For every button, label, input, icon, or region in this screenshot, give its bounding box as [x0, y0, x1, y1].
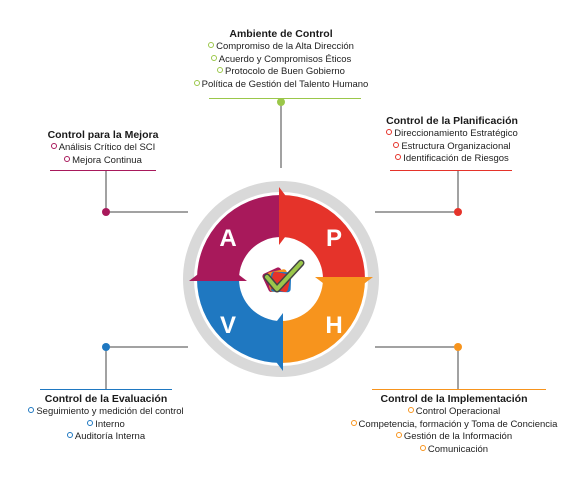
block-control-de-la-evaluacion: Control de la Evaluación Seguimiento y m…	[8, 393, 204, 444]
bullet-icon	[395, 432, 402, 438]
bullet-icon	[50, 143, 57, 149]
list-item: Mejora Continua	[38, 155, 168, 168]
list-item-text: Seguimiento y medición del control	[36, 406, 184, 417]
cycle-segments	[189, 187, 373, 371]
underline-top	[209, 98, 361, 99]
bullet-icon	[208, 42, 215, 48]
list-item: Auditoría Interna	[8, 431, 204, 444]
list-item-text: Direccionamiento Estratégico	[394, 128, 518, 139]
letter-p: P	[326, 225, 342, 252]
block-title: Control de la Evaluación	[44, 393, 168, 405]
list-item-text: Interno	[95, 418, 125, 430]
list-item: Estructura Organizacional	[372, 141, 532, 154]
bullet-icon	[28, 407, 35, 413]
connector-lines	[105, 102, 459, 389]
segment-v	[197, 279, 281, 363]
underline-bottom-right	[372, 389, 546, 390]
bullet-icon	[386, 129, 393, 135]
list-item-text: Gestión de la Información	[403, 431, 513, 442]
bullet-icon	[419, 444, 426, 451]
list-item: Competencia, formación y Toma de Concien…	[336, 419, 572, 432]
bullet-icon	[393, 141, 400, 148]
arrowhead-h	[315, 277, 373, 299]
list-item-text: Política de Gestión del Talento Humano	[201, 78, 369, 90]
block-title: Control de la Planificación	[386, 115, 518, 127]
list-item: Gestión de la Información	[336, 431, 572, 444]
segment-h	[281, 279, 365, 363]
node-dot-top-left	[102, 208, 110, 216]
arrowhead-a	[189, 259, 247, 281]
list-item-text: Auditoría Interna	[74, 431, 146, 442]
node-dot-bottom-right	[454, 343, 462, 351]
segment-p	[281, 195, 365, 279]
bullet-icon	[395, 154, 402, 160]
letter-a: A	[219, 225, 236, 252]
node-dot-bottom-left	[102, 343, 110, 351]
list-item: Protocolo de Buen Gobierno	[170, 66, 392, 79]
block-title: Control de la Implementación	[380, 393, 528, 405]
bullet-icon	[87, 419, 94, 426]
underline-top-right	[390, 170, 512, 171]
list-item: Comunicación	[336, 444, 572, 457]
list-item: Acuerdo y Compromisos Éticos	[170, 54, 392, 67]
check-mark-icon	[262, 259, 305, 293]
list-item-text: Competencia, formación y Toma de Concien…	[358, 418, 558, 430]
block-title: Ambiente de Control	[229, 28, 333, 40]
block-control-de-la-planificacion: Control de la Planificación Direccionami…	[372, 115, 532, 166]
node-dot-top-right	[454, 208, 462, 216]
letter-v: V	[220, 312, 236, 339]
letter-h: H	[325, 312, 342, 339]
list-item: Direccionamiento Estratégico	[372, 128, 532, 141]
bullet-icon	[210, 54, 217, 61]
segment-a	[197, 195, 299, 279]
list-item-text: Identificación de Riesgos	[403, 153, 509, 164]
list-item-text: Estructura Organizacional	[401, 140, 511, 152]
bullet-icon	[350, 419, 357, 426]
underline-bottom-left	[40, 389, 172, 390]
node-dot-top	[277, 98, 285, 106]
list-item: Interno	[8, 419, 204, 432]
block-control-de-la-implementacion: Control de la Implementación Control Ope…	[336, 393, 572, 456]
list-item-text: Mejora Continua	[72, 154, 142, 166]
bullet-icon	[407, 407, 414, 413]
block-ambiente-de-control: Ambiente de Control Compromiso de la Alt…	[170, 28, 392, 91]
list-item: Política de Gestión del Talento Humano	[170, 79, 392, 92]
list-item: Análisis Crítico del SCI	[38, 142, 168, 155]
arrowhead-v	[261, 313, 283, 371]
bullet-icon	[193, 79, 200, 86]
bullet-icon	[217, 67, 224, 73]
list-item-text: Protocolo de Buen Gobierno	[225, 66, 345, 77]
bullet-icon	[66, 432, 73, 438]
list-item: Compromiso de la Alta Dirección	[170, 41, 392, 54]
list-item-text: Comunicación	[427, 443, 489, 455]
block-title: Control para la Mejora	[47, 129, 159, 141]
list-item: Identificación de Riesgos	[372, 153, 532, 166]
list-item-text: Análisis Crítico del SCI	[58, 142, 156, 153]
list-item: Control Operacional	[336, 406, 572, 419]
arrowhead-p	[279, 187, 301, 245]
list-item-text: Control Operacional	[415, 406, 501, 417]
list-item-text: Compromiso de la Alta Dirección	[216, 41, 354, 52]
list-item: Seguimiento y medición del control	[8, 406, 204, 419]
list-item-text: Acuerdo y Compromisos Éticos	[218, 53, 352, 65]
bullet-icon	[64, 155, 71, 162]
underline-top-left	[50, 170, 156, 171]
block-control-para-la-mejora: Control para la Mejora Análisis Crítico …	[38, 129, 168, 167]
